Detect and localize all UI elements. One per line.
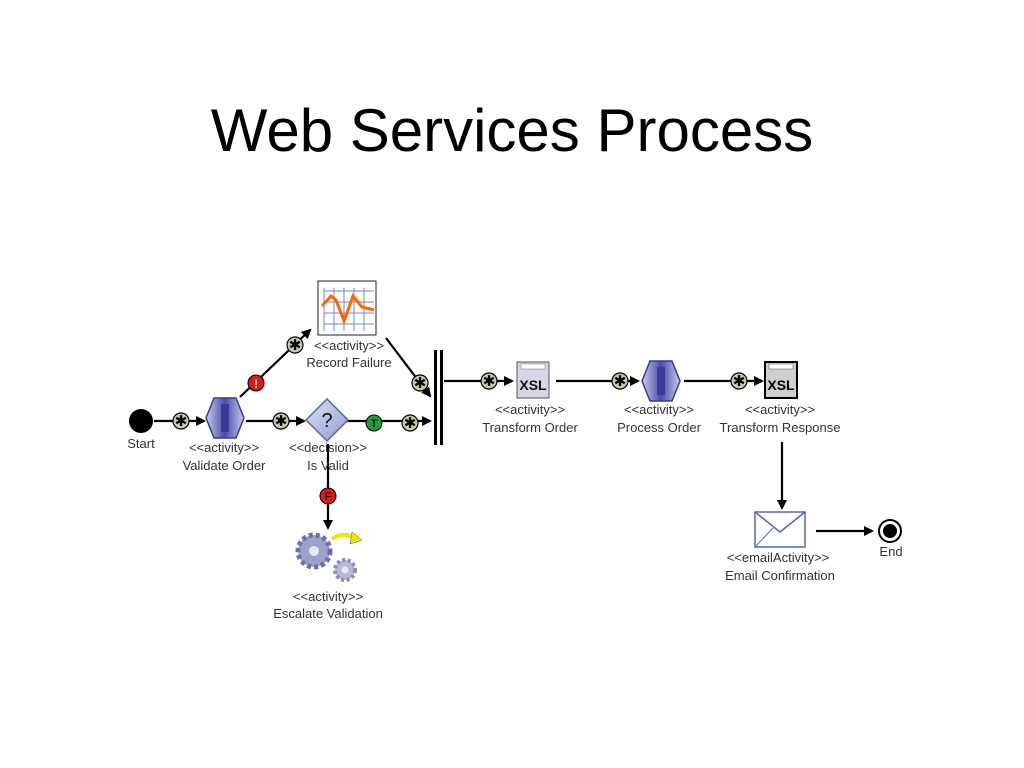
service-invoke-icon <box>205 397 245 439</box>
svg-text:✱: ✱ <box>404 414 417 432</box>
svg-text:F: F <box>325 491 332 503</box>
stereotype-label: <<decision>> <box>289 440 367 455</box>
svg-text:✱: ✱ <box>483 372 496 390</box>
connector-marker[interactable]: ✱ <box>401 414 419 432</box>
xsl-document-icon: XSL <box>516 361 550 399</box>
email-confirmation-activity[interactable]: <<emailActivity>> Email Confirmation <box>725 511 835 583</box>
gears-icon <box>295 531 363 582</box>
svg-text:✱: ✱ <box>414 374 427 392</box>
connector-marker[interactable]: ✱ <box>611 372 629 390</box>
transform-order-activity[interactable]: XSL <<activity>> Transform Order <box>482 361 578 435</box>
svg-text:XSL: XSL <box>519 377 547 393</box>
svg-text:✱: ✱ <box>175 412 188 430</box>
question-diamond-icon: ? <box>304 397 350 443</box>
activity-name: Email Confirmation <box>725 568 835 583</box>
svg-text:!: ! <box>254 377 258 391</box>
svg-text:✱: ✱ <box>614 372 627 390</box>
stereotype-label: <<activity>> <box>189 440 259 455</box>
svg-text:✱: ✱ <box>275 412 288 430</box>
start-label: Start <box>127 436 155 451</box>
service-invoke-icon <box>641 360 681 402</box>
exception-guard-icon: ! <box>247 374 265 392</box>
envelope-icon <box>754 511 806 548</box>
stereotype-label: <<activity>> <box>745 402 815 417</box>
transform-response-activity[interactable]: XSL <<activity>> Transform Response <box>720 361 841 435</box>
svg-text:T: T <box>371 418 378 430</box>
svg-text:XSL: XSL <box>767 377 795 393</box>
stereotype-label: <<emailActivity>> <box>727 550 830 565</box>
stereotype-label: <<activity>> <box>293 589 363 604</box>
connector-marker[interactable]: ✱ <box>172 412 190 430</box>
validate-order-activity[interactable]: <<activity>> Validate Order <box>183 397 267 473</box>
connector-marker[interactable]: ✱ <box>480 372 498 390</box>
activity-name: Transform Order <box>482 420 578 435</box>
end-label: End <box>879 544 902 559</box>
xsl-document-icon: XSL <box>764 361 798 399</box>
decision-name: Is Valid <box>307 458 349 473</box>
true-guard-icon: T <box>365 414 383 432</box>
activity-name: Validate Order <box>183 458 267 473</box>
activity-name: Process Order <box>617 420 701 435</box>
stereotype-label: <<activity>> <box>495 402 565 417</box>
connector-marker[interactable]: ✱ <box>730 372 748 390</box>
stereotype-label: <<activity>> <box>314 338 384 353</box>
start-node[interactable]: Start <box>127 409 155 451</box>
escalate-validation-activity[interactable]: <<activity>> Escalate Validation <box>273 531 383 621</box>
record-failure-activity[interactable]: <<activity>> Record Failure <box>306 280 392 370</box>
svg-text:✱: ✱ <box>733 372 746 390</box>
false-guard-icon: F <box>319 487 337 505</box>
svg-text:?: ? <box>321 410 332 432</box>
activity-name: Record Failure <box>306 355 391 370</box>
join-bar <box>434 350 443 445</box>
end-node[interactable]: End <box>878 519 903 559</box>
is-valid-decision[interactable]: ? <<decision>> Is Valid <box>289 397 367 473</box>
connector-marker[interactable]: ✱ <box>286 336 304 354</box>
line-chart-icon <box>317 280 377 336</box>
process-order-activity[interactable]: <<activity>> Process Order <box>617 360 702 435</box>
connector-marker[interactable]: ✱ <box>411 374 429 392</box>
connector-marker[interactable]: ✱ <box>272 412 290 430</box>
activity-name: Transform Response <box>720 420 841 435</box>
stereotype-label: <<activity>> <box>624 402 694 417</box>
slide-title: Web Services Process <box>210 97 814 164</box>
svg-text:✱: ✱ <box>289 336 302 354</box>
activity-name: Escalate Validation <box>273 606 383 621</box>
